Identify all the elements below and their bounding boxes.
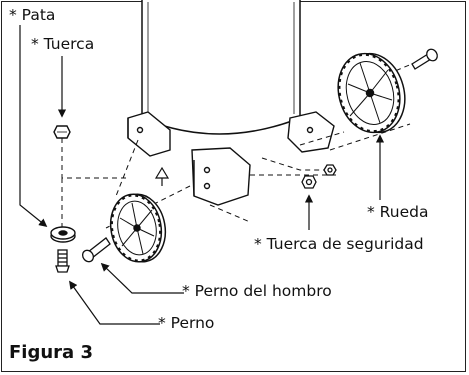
label-tuerca: * Tuerca: [31, 35, 95, 53]
foot-pad-part: [50, 226, 76, 243]
label-pata: * Pata: [9, 6, 56, 24]
label-perno-hombro: * Perno del hombro: [182, 282, 332, 300]
bolt-part: [55, 249, 70, 273]
drain-valve: [154, 166, 170, 186]
label-perno: * Perno: [158, 314, 215, 332]
leader-perno: [69, 280, 160, 325]
label-tuerca-seguridad: * Tuerca de seguridad: [254, 235, 424, 253]
shoulder-bolt-rear: [411, 48, 438, 70]
shoulder-bolt-part: [82, 237, 111, 263]
tank: [141, 0, 301, 135]
lock-nuts: [301, 164, 337, 189]
leg-bracket-left: [127, 111, 171, 157]
leg-bracket-front: [191, 147, 251, 206]
leg-bracket-right: [287, 111, 335, 153]
wheel-front: [109, 193, 167, 263]
figure-caption: Figura 3: [9, 342, 93, 363]
wheel-rear: [337, 52, 406, 134]
leader-lines: [19, 25, 385, 325]
leader-perno-hombro: [100, 262, 184, 294]
label-rueda: * Rueda: [367, 203, 429, 221]
nut-part: [53, 125, 71, 139]
leader-pata: [19, 25, 48, 228]
